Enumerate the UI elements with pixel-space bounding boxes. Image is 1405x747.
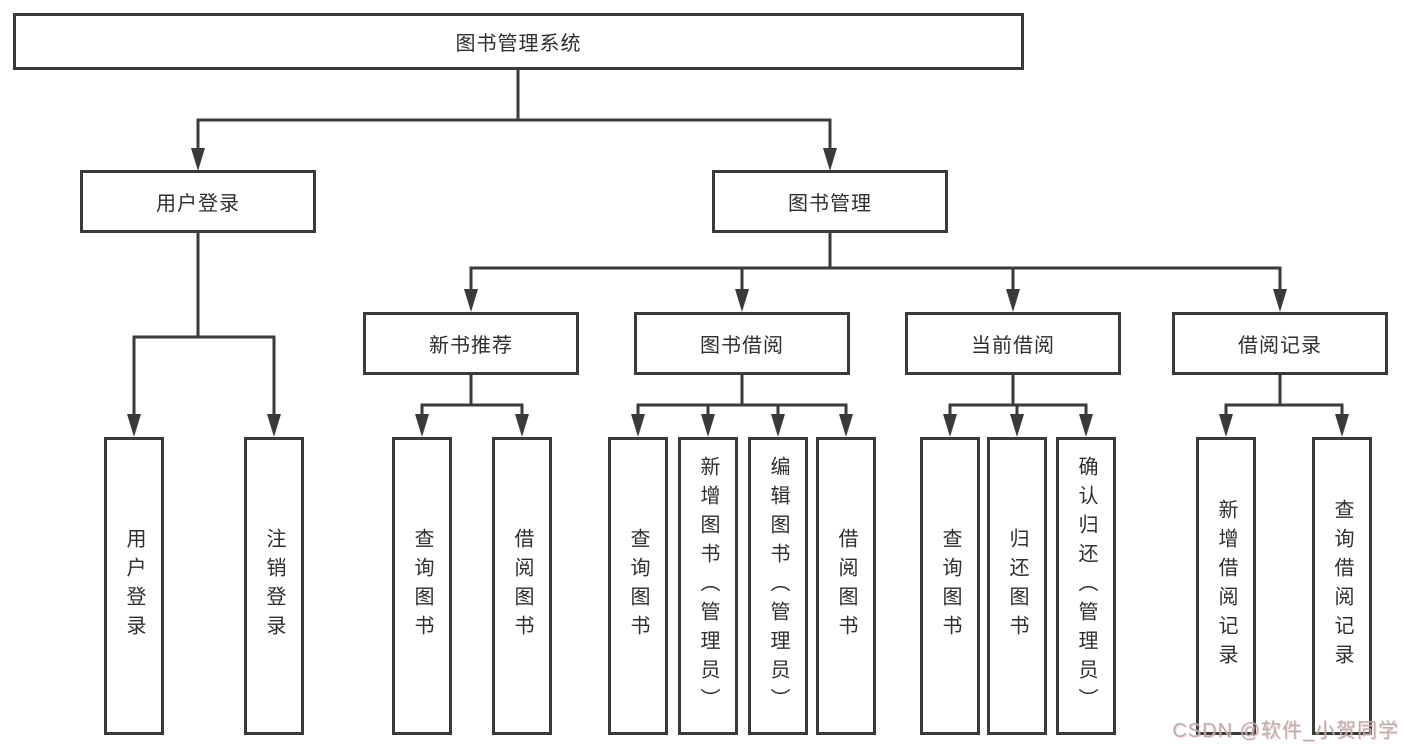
leaf-edit-book-admin: 编辑图书（管理员） [748, 437, 808, 735]
leaf-borrow-books: 借阅图书 [816, 437, 876, 735]
arrowhead [267, 414, 281, 437]
leaf-add-borrow-record: 新增借阅记录 [1196, 437, 1256, 735]
node-label: 新增借阅记录 [1215, 499, 1237, 673]
node-label: 编辑图书（管理员） [767, 455, 789, 717]
arrowhead [464, 289, 478, 312]
arrowhead [515, 414, 529, 437]
node-label: 用户登录 [156, 193, 240, 215]
node-label: 查询图书 [627, 528, 649, 644]
watermark-text: CSDN @软件_小贺同学 [1172, 720, 1399, 742]
node-new-book-recommend: 新书推荐 [363, 312, 579, 375]
wire-current-borrow [948, 373, 1088, 418]
node-label: 借阅图书 [835, 528, 857, 644]
arrowhead [1006, 289, 1020, 312]
leaf-borrow-books-recommend: 借阅图书 [492, 437, 552, 735]
node-book-borrow: 图书借阅 [634, 312, 850, 375]
node-label: 用户登录 [123, 528, 145, 644]
node-label: 查询图书 [939, 528, 961, 644]
arrowhead [771, 414, 785, 437]
leaf-query-books-borrow: 查询图书 [608, 437, 668, 735]
node-label: 归还图书 [1006, 528, 1028, 644]
node-borrow-records: 借阅记录 [1172, 312, 1388, 375]
node-current-borrow: 当前借阅 [905, 312, 1121, 375]
arrowhead [943, 414, 957, 437]
arrowhead [127, 414, 141, 437]
arrowhead [1219, 414, 1233, 437]
leaf-confirm-return-admin: 确认归还（管理员） [1056, 437, 1116, 735]
leaf-user-login: 用户登录 [104, 437, 164, 735]
node-label: 借阅记录 [1238, 335, 1322, 357]
leaf-query-books-current: 查询图书 [920, 437, 980, 735]
wire-book-borrow [636, 373, 848, 418]
node-label: 当前借阅 [971, 335, 1055, 357]
arrowhead [1010, 414, 1024, 437]
node-label: 图书管理系统 [455, 33, 582, 55]
node-label: 注销登录 [263, 528, 285, 644]
arrowhead [631, 414, 645, 437]
arrowhead [823, 148, 837, 171]
arrowhead [415, 414, 429, 437]
arrowhead [1273, 289, 1287, 312]
arrowhead [191, 148, 205, 171]
arrowhead [839, 414, 853, 437]
node-label: 确认归还（管理员） [1075, 455, 1097, 717]
leaf-logout: 注销登录 [244, 437, 304, 735]
wire-book-management [469, 231, 1282, 293]
node-library-system: 图书管理系统 [13, 13, 1024, 70]
node-user-login: 用户登录 [80, 170, 316, 233]
arrowhead [1079, 414, 1093, 437]
arrowhead [1335, 414, 1349, 437]
wire-new-book-recommend [420, 373, 524, 418]
leaf-add-book-admin: 新增图书（管理员） [678, 437, 738, 735]
leaf-query-borrow-record: 查询借阅记录 [1312, 437, 1372, 735]
node-label: 新书推荐 [429, 335, 513, 357]
arrowhead [735, 289, 749, 312]
wire-borrow-records [1224, 373, 1344, 418]
node-label: 查询借阅记录 [1331, 499, 1353, 673]
node-label: 查询图书 [411, 528, 433, 644]
wire-user-login [132, 231, 276, 418]
leaf-return-book: 归还图书 [987, 437, 1047, 735]
wire-root [196, 68, 832, 152]
arrowhead [701, 414, 715, 437]
node-label: 图书管理 [788, 193, 872, 215]
node-label: 图书借阅 [700, 335, 784, 357]
leaf-query-books-recommend: 查询图书 [392, 437, 452, 735]
node-label: 新增图书（管理员） [697, 455, 719, 717]
node-label: 借阅图书 [511, 528, 533, 644]
node-book-management: 图书管理 [712, 170, 948, 233]
